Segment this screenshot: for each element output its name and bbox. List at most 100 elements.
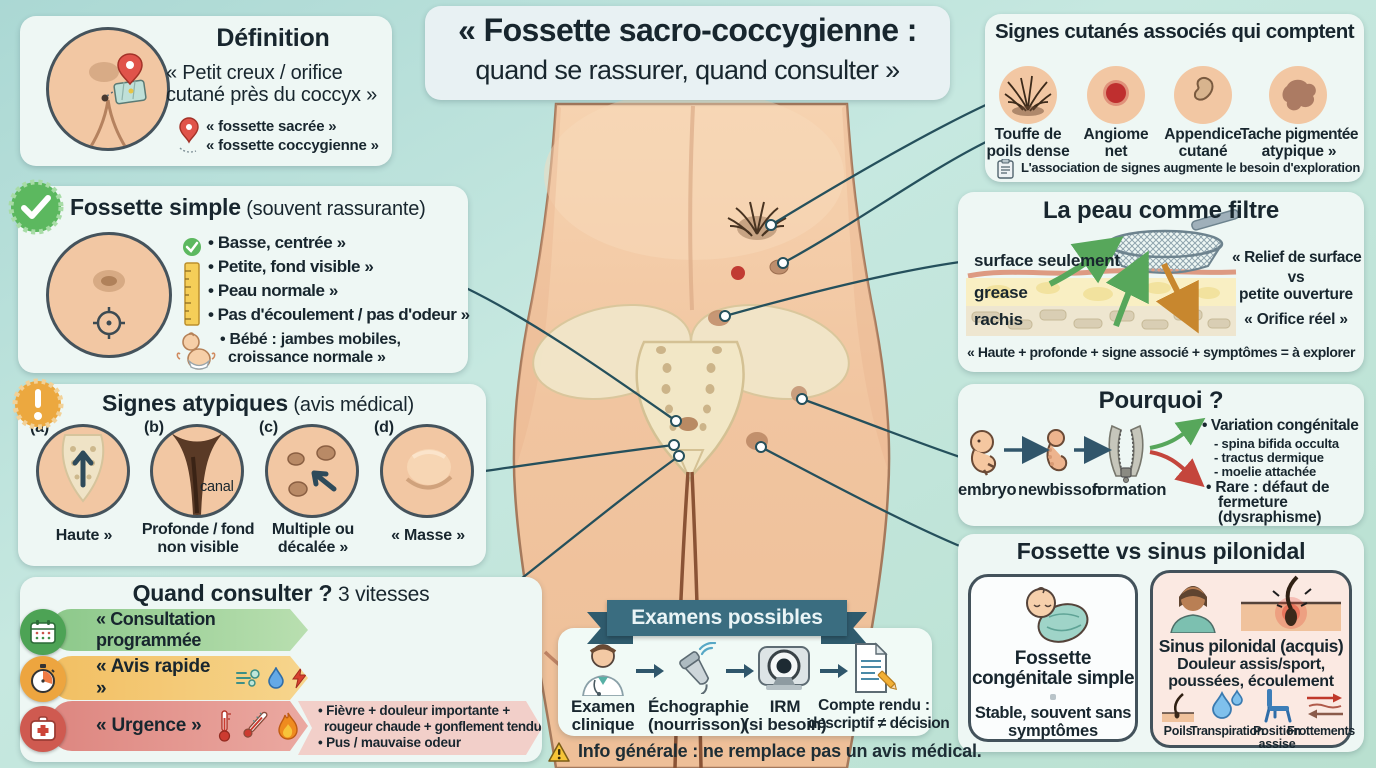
main-title-line1: « Fossette sacro-coccygienne : bbox=[458, 12, 917, 48]
versus-heading: Fossette vs sinus pilonidal bbox=[1016, 538, 1306, 564]
exam-step-label: IRM bbox=[769, 697, 801, 716]
why-green-sub2: - tractus dermique bbox=[1214, 450, 1324, 465]
why-red-line3: (dysraphisme) bbox=[1218, 509, 1322, 526]
calendar-icon bbox=[20, 609, 66, 655]
droplet-icon bbox=[267, 667, 285, 689]
atypical-canal-label: canal bbox=[200, 479, 234, 495]
rapid-desc2: douleur, gonflement bbox=[324, 676, 453, 691]
simple-bullet-3: • Peau normale » bbox=[208, 281, 338, 300]
small-check-icon bbox=[183, 238, 201, 256]
consult-heading: Quand consulter ? bbox=[132, 580, 333, 606]
filter-label-surface: surface seulement bbox=[974, 251, 1120, 270]
pelvis-bones bbox=[532, 303, 850, 483]
skin-sign-label: cutané bbox=[1178, 143, 1228, 160]
simple-bullet-2: • Petite, fond visible » bbox=[208, 257, 374, 276]
skin-filter-panel: La peau comme filtre surface seulement g… bbox=[958, 192, 1364, 372]
why-heading: Pourquoi ? bbox=[1098, 387, 1224, 414]
spine-line bbox=[688, 105, 695, 311]
definition-heading: Définition bbox=[216, 24, 330, 52]
filter-label-rachis: rachis bbox=[974, 310, 1023, 329]
sacral-dimple bbox=[678, 417, 698, 431]
skin-sign-label: poils dense bbox=[986, 143, 1070, 160]
embryo-icon bbox=[970, 430, 996, 476]
newborn-icon bbox=[1046, 429, 1068, 472]
lightning-icon bbox=[291, 667, 308, 689]
filter-label-grease: grease bbox=[974, 283, 1028, 302]
atypical-heading-row: Signes atypiques (avis médical) bbox=[68, 391, 448, 416]
mri-icon bbox=[758, 646, 810, 690]
check-badge-icon bbox=[8, 179, 64, 235]
emergency-desc2: rougeur chaude + gonflement tendu bbox=[324, 719, 542, 734]
small-pin-icon bbox=[179, 117, 199, 153]
simple-dimple-panel: Fossette simple (souvent rassurante) • bbox=[8, 179, 470, 373]
callout-lines bbox=[465, 101, 991, 595]
skin-sign-label: atypique » bbox=[1261, 143, 1337, 160]
atypical-circle-c bbox=[265, 424, 359, 518]
definition-syn1: « fossette sacrée » bbox=[206, 118, 337, 135]
definition-illustration bbox=[46, 27, 170, 151]
up-arrow-icon bbox=[72, 450, 94, 488]
atypical-tag-d: (d) bbox=[374, 419, 394, 436]
flow-arrow-icon bbox=[726, 664, 754, 678]
friction-icon bbox=[1307, 693, 1343, 719]
atypical-caption-a: Haute » bbox=[55, 527, 113, 544]
emergency-desc-band: • Fièvre + douleur importante + rougeur … bbox=[298, 701, 542, 755]
skin-sign-label: Tache pigmentée bbox=[1240, 126, 1358, 143]
angioma-spot bbox=[731, 266, 745, 280]
factor-poils: Poils bbox=[1163, 724, 1193, 738]
why-red-line1: • Rare : défaut de bbox=[1206, 479, 1330, 496]
skin-signs-heading: Signes cutanés associés qui comptent bbox=[994, 20, 1355, 43]
factor-position: Position bbox=[1253, 724, 1301, 738]
ultrasound-probe-icon bbox=[679, 642, 717, 694]
filter-bottom-rule: « Haute + profonde + signe associé + sym… bbox=[966, 344, 1355, 360]
rapid-desc1: • Écoulement, rougeur persistante, bbox=[318, 659, 536, 674]
why-green-sub3: - moelie attachée bbox=[1214, 464, 1317, 479]
congenital-line2: congénitale simple bbox=[971, 668, 1135, 689]
skin-sign-label: Angiome bbox=[1083, 126, 1149, 143]
pilonidal-card: Sinus pilonidal (acquis) Douleur assis/s… bbox=[1150, 570, 1355, 751]
atypical-circle-d bbox=[380, 424, 474, 518]
skin-sign-label: net bbox=[1104, 143, 1128, 160]
filter-right2: vs bbox=[1287, 269, 1305, 286]
congenital-line1: Fossette bbox=[1014, 648, 1092, 669]
consult-heading-suffix: 3 vitesses bbox=[332, 583, 430, 606]
warning-triangle-icon bbox=[548, 741, 570, 762]
scheduled-desc1: • Doute sans rougeur bbox=[320, 612, 463, 628]
scheduled-label: « Consultation programmée bbox=[96, 609, 216, 650]
footer-disclaimer-row: Info générale : ne remplace pas un avis … bbox=[548, 741, 982, 762]
simple-heading-row: Fossette simple (souvent rassurante) bbox=[70, 195, 426, 220]
definition-body-line1: « Petit creux / orifice bbox=[166, 62, 343, 84]
skin-sign-label: Touffe de bbox=[994, 126, 1062, 143]
filter-right3: petite ouverture bbox=[1239, 286, 1353, 303]
exam-step-label: Échographie bbox=[648, 697, 749, 716]
stage-newborn-label: newbisson bbox=[1018, 481, 1102, 499]
discharge-icon bbox=[235, 667, 261, 689]
exams-banner-ribbon: Examens possibles bbox=[607, 600, 847, 636]
flow-arrow-icon bbox=[820, 664, 848, 678]
simple-bullet-1: • Basse, centrée » bbox=[208, 233, 346, 252]
inflamed-follicle-icon bbox=[1241, 575, 1341, 631]
emergency-band: « Urgence » bbox=[50, 701, 308, 751]
callout-dots bbox=[668, 219, 808, 462]
skin-tag-icon bbox=[1174, 66, 1232, 124]
skin-signs-note: L'association de signes augmente le beso… bbox=[1021, 160, 1361, 175]
exam-step-label: Examen bbox=[570, 697, 635, 716]
emergency-label: « Urgence » bbox=[96, 715, 202, 736]
exams-banner-label: Examens possibles bbox=[631, 606, 823, 629]
congenital-line3: Stable, souvent sans bbox=[974, 704, 1132, 722]
versus-panel: Fossette vs sinus pilonidal Fossette con… bbox=[958, 534, 1364, 752]
scheduled-band: « Consultation programmée bbox=[50, 609, 308, 651]
why-illustration bbox=[970, 417, 1206, 488]
skin-sign-label: Appendice bbox=[1164, 126, 1242, 143]
atypical-caption-b2: non visible bbox=[157, 539, 239, 556]
thermometer2-icon bbox=[240, 711, 270, 741]
pigmented-patch-icon bbox=[1269, 66, 1327, 124]
stage-formation-label: formation bbox=[1092, 481, 1167, 499]
skin-filter-illustration bbox=[966, 209, 1240, 336]
report-icon bbox=[855, 642, 898, 693]
stage-embryo-label: embryo bbox=[958, 481, 1017, 499]
pilonidal-line2: Douleur assis/sport, bbox=[1177, 656, 1325, 673]
atypical-caption-c2: décalée » bbox=[277, 539, 349, 556]
exam-step-label: descriptif ≠ décision bbox=[808, 715, 950, 732]
